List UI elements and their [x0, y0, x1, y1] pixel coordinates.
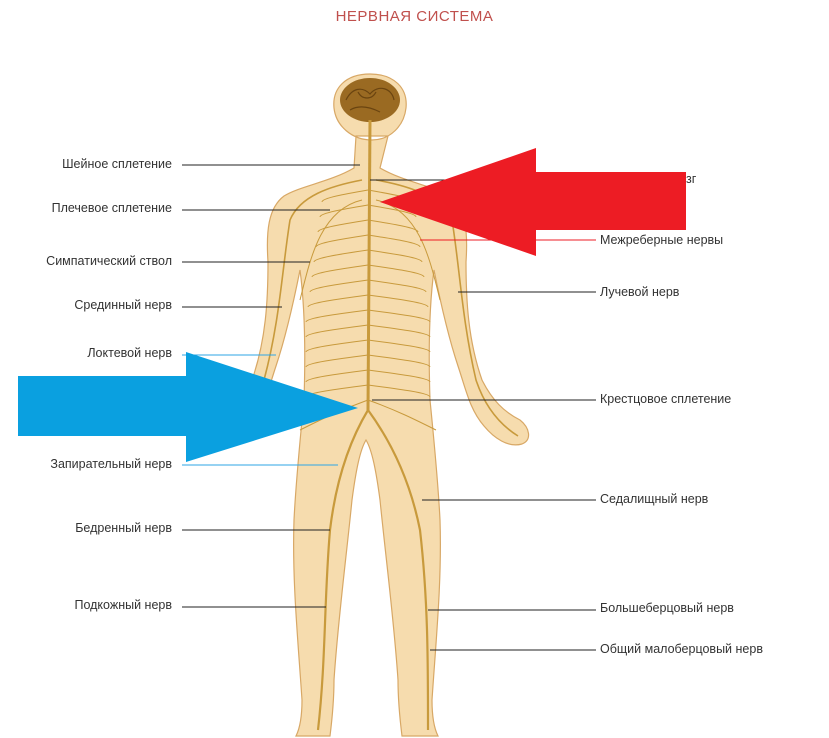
intercostal-nerve: [367, 234, 421, 248]
intercostal-nerve: [315, 234, 369, 248]
label-intercostal-nerves: Межреберные нервы: [600, 233, 724, 247]
intercostal-nerve: [367, 264, 425, 278]
intercostal-nerve: [367, 309, 431, 323]
label-saphenous-nerve: Подкожный нерв: [74, 598, 172, 612]
label-sacral-plexus: Крестцовое сплетение: [600, 392, 732, 406]
leader-lines-left: [182, 164, 360, 608]
intercostal-nerve: [367, 324, 431, 338]
intercostal-nerves: [305, 189, 431, 398]
intercostal-nerve: [309, 279, 369, 293]
label-radial-nerve: Лучевой нерв: [600, 285, 680, 299]
label-sciatic-nerve: Седалищный нерв: [600, 492, 709, 506]
intercostal-nerve: [367, 204, 417, 218]
label-tibial-nerve: Большеберцовый нерв: [600, 601, 734, 615]
label-obturator-nerve: Запирательный нерв: [50, 457, 172, 471]
intercostal-nerve: [307, 294, 369, 308]
intercostal-nerve: [367, 219, 419, 233]
label-median-nerve: Срединный нерв: [74, 298, 172, 312]
intercostal-nerve: [317, 219, 369, 233]
intercostal-nerve: [367, 279, 427, 293]
label-sympathetic-trunk: Симпатический ствол: [46, 254, 172, 268]
intercostal-nerve: [305, 369, 369, 383]
intercostal-nerve: [305, 309, 369, 323]
page-title: НЕРВНАЯ СИСТЕМА: [335, 8, 494, 25]
intercostal-nerve: [367, 354, 431, 368]
intercostal-nerve: [305, 324, 369, 338]
intercostal-nerve: [367, 369, 431, 383]
label-ulnar-nerve: Локтевой нерв: [87, 346, 172, 360]
intercostal-nerve: [321, 189, 369, 203]
intercostal-nerve: [367, 294, 429, 308]
label-brain-partial: зг: [686, 172, 697, 186]
intercostal-nerve: [305, 339, 369, 353]
label-cervical-plexus: Шейное сплетение: [62, 157, 172, 171]
label-common-peroneal-nerve: Общий малоберцовый нерв: [600, 642, 763, 656]
intercostal-nerve: [311, 264, 369, 278]
blue-arrow-icon: [18, 352, 358, 462]
label-femoral-nerve: Бедренный нерв: [75, 521, 172, 535]
brain-icon: [340, 78, 400, 122]
intercostal-nerve: [367, 384, 431, 398]
label-brachial-plexus: Плечевое сплетение: [51, 201, 172, 215]
intercostal-nerve: [367, 249, 423, 263]
intercostal-nerve: [305, 354, 369, 368]
intercostal-nerve: [319, 204, 369, 218]
intercostal-nerve: [313, 249, 369, 263]
intercostal-nerve: [367, 339, 431, 353]
red-arrow-icon: [380, 148, 686, 256]
